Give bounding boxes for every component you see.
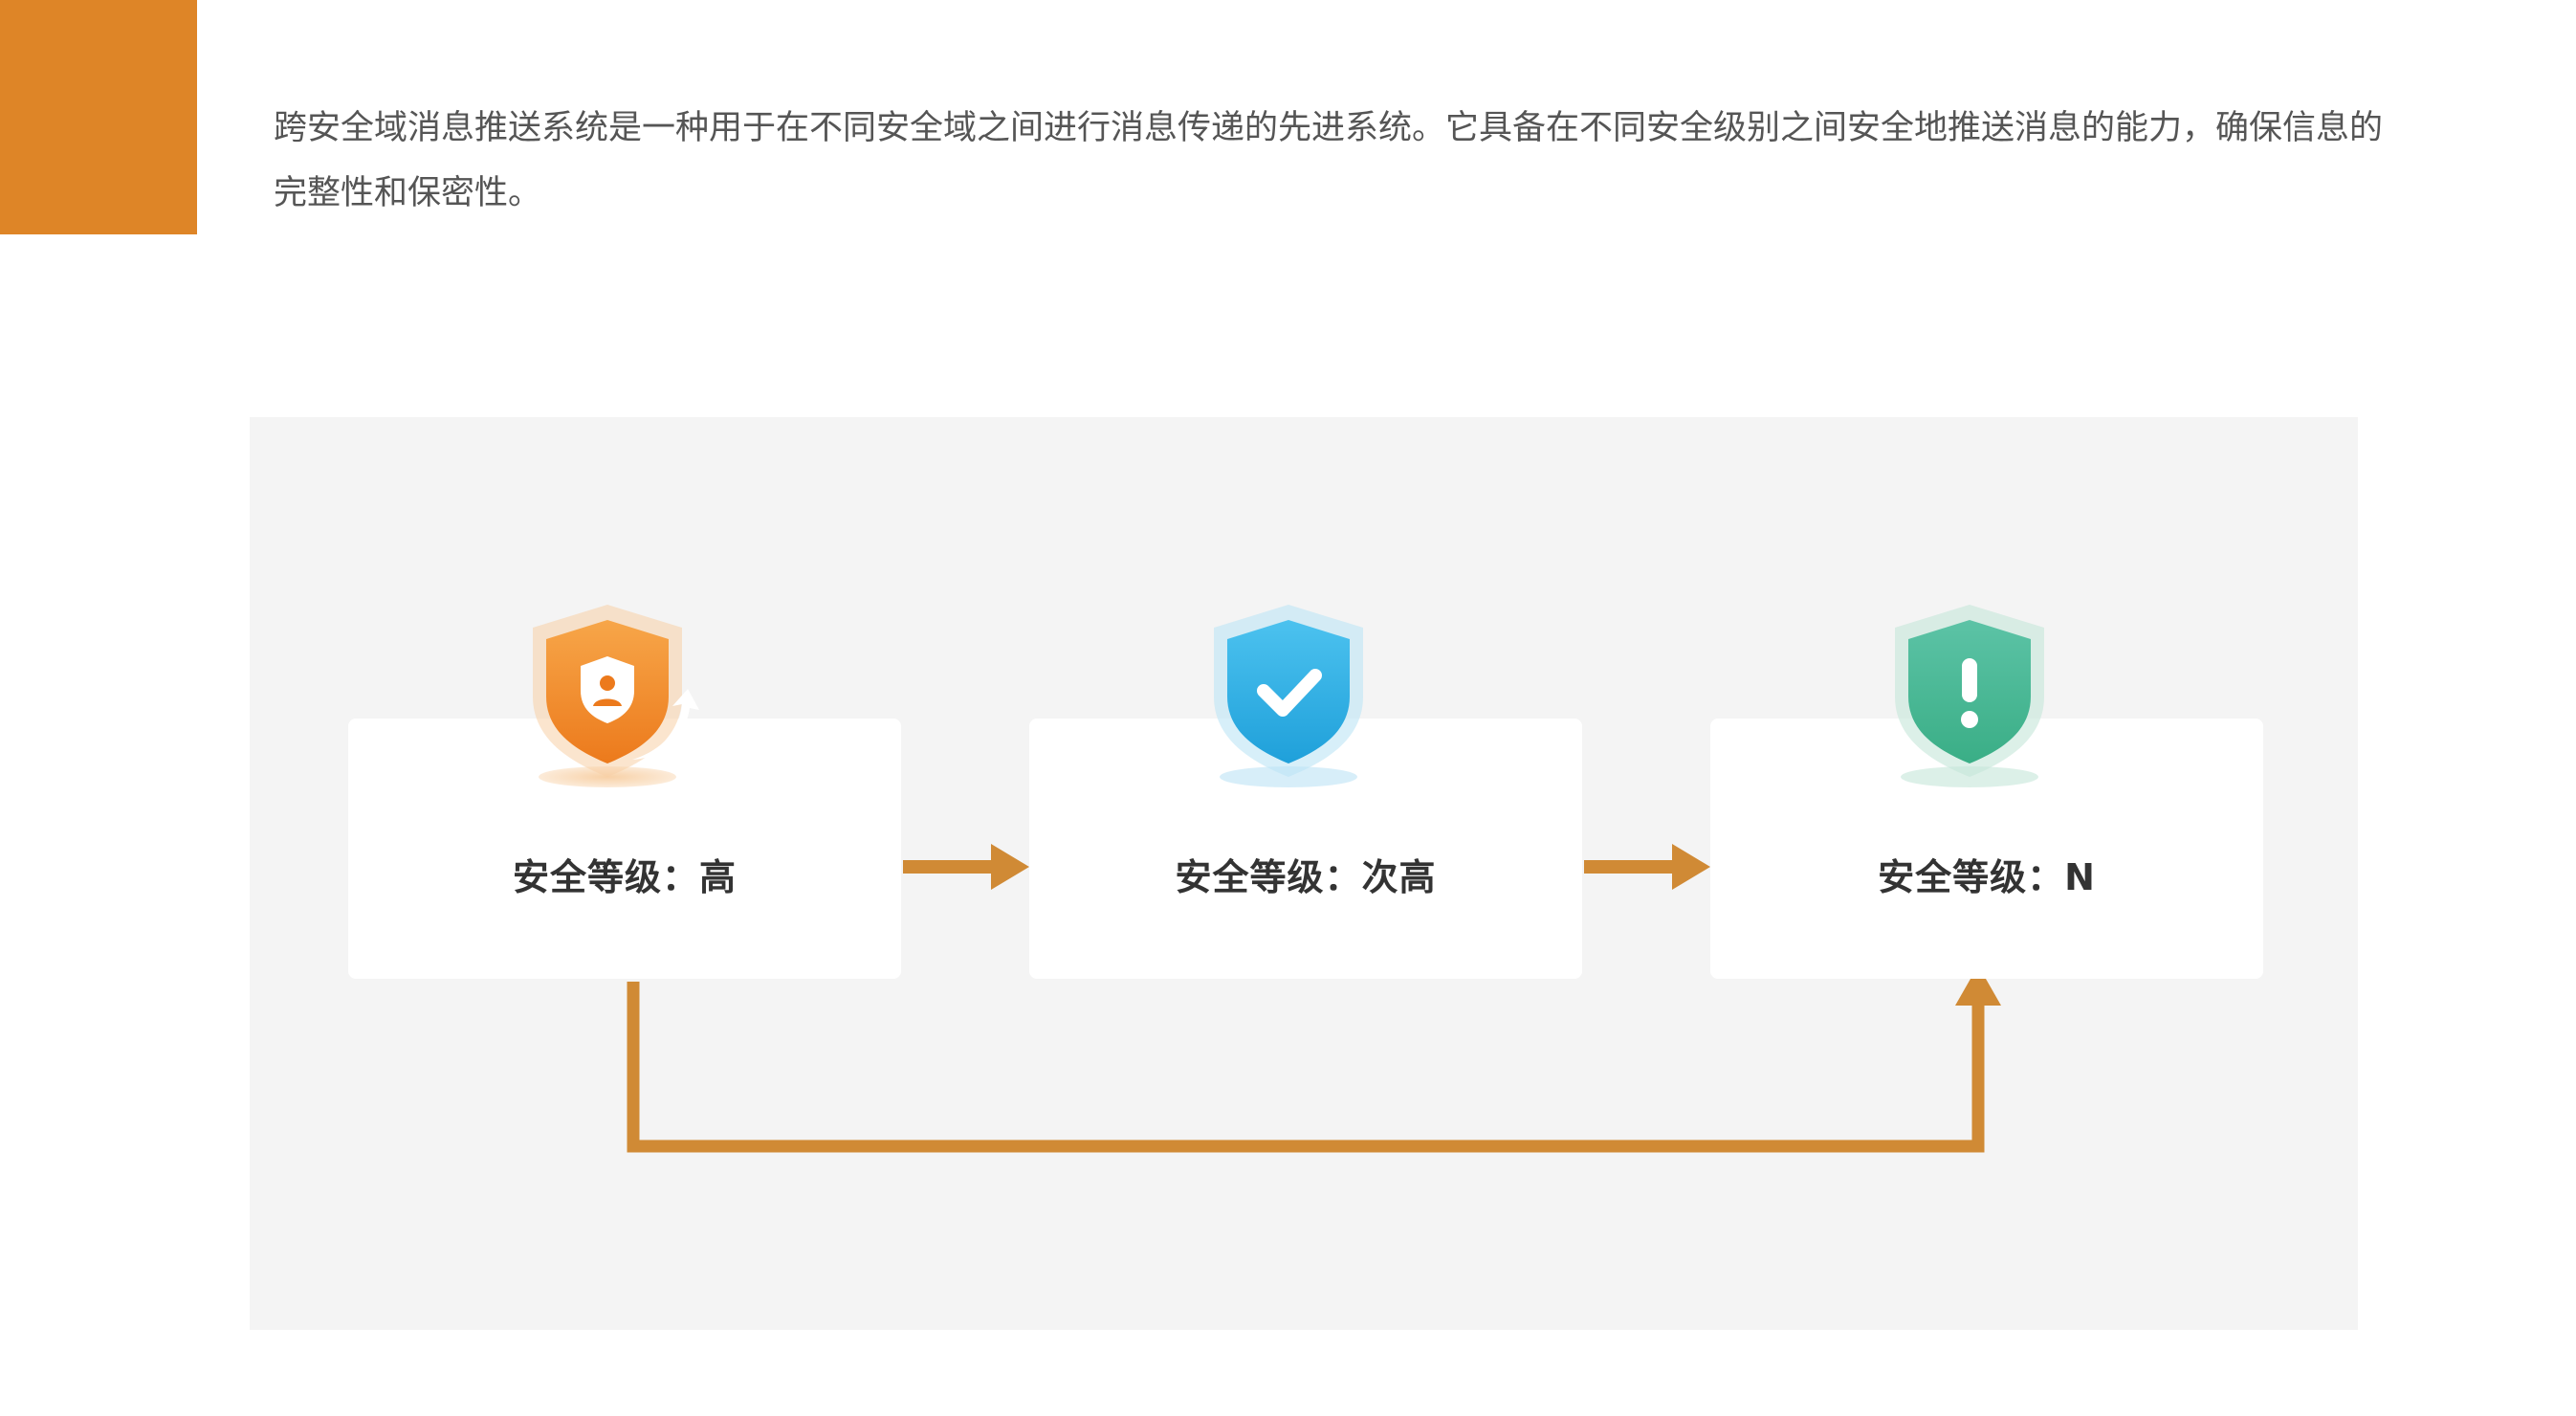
card-label: 安全等级：高 [512,856,737,898]
arrow-node1-to-node3-bypass [627,965,2001,1153]
corner-accent-block [0,0,197,234]
user-shield-icon [533,605,699,787]
intro-paragraph: 跨安全域消息推送系统是一种用于在不同安全域之间进行消息传递的先进系统。它具备在不… [274,109,2384,212]
card-label: 安全等级：次高 [1175,856,1437,898]
check-shield-icon [1214,605,1363,787]
card-label: 安全等级：N [1878,856,2096,898]
arrow-node2-to-node3 [1584,844,1710,890]
connector-arrows [627,844,2001,1153]
arrow-node1-to-node2 [903,844,1029,890]
alert-shield-icon [1895,605,2044,787]
diagram-panel: 安全等级：高 安全等级：次高 安全等级：N [250,417,2358,1330]
